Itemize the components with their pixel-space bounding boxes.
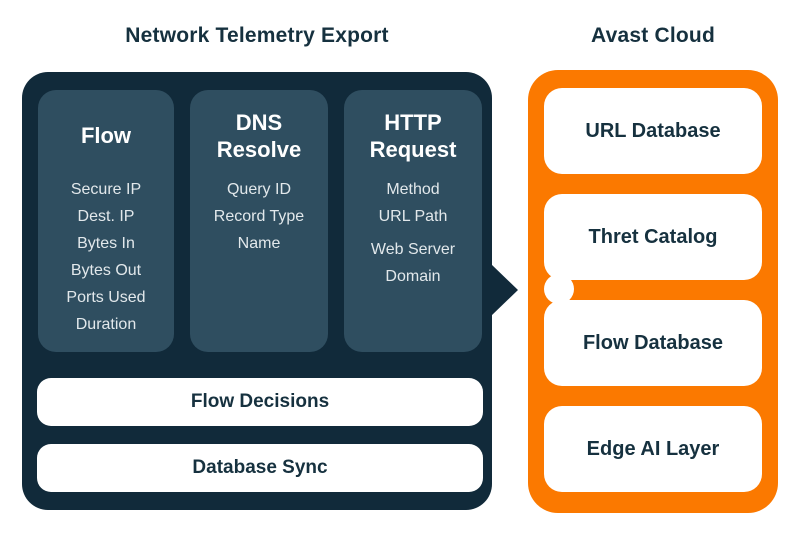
cloud-box-edge-ai-layer: Edge AI Layer (544, 406, 762, 492)
column-item: Bytes Out (70, 262, 142, 279)
avast-cloud-title: Avast Cloud (591, 24, 715, 47)
column-item: Secure IP (70, 181, 142, 198)
column-item: Dest. IP (77, 208, 135, 225)
column-flow-header: Flow (38, 104, 174, 168)
column-dns-resolve-header: DNS Resolve (190, 104, 328, 168)
column-http-request-header-label: HTTP Request (369, 109, 457, 163)
telemetry-panel: Flow Secure IP Dest. IP Bytes In Bytes O… (22, 72, 492, 510)
column-item: Bytes In (77, 235, 135, 252)
column-item: Web Server Domain (370, 241, 456, 285)
column-http-request-items: Method URL Path Web Server Domain (344, 176, 482, 290)
column-http-request-header: HTTP Request (344, 104, 482, 168)
column-item: Method (386, 181, 440, 198)
connector-arrow-icon (491, 264, 518, 316)
column-dns-resolve: DNS Resolve Query ID Record Type Name (190, 90, 328, 352)
cloud-box-flow-database: Flow Database (544, 300, 762, 386)
column-flow: Flow Secure IP Dest. IP Bytes In Bytes O… (38, 90, 174, 352)
column-item: URL Path (378, 208, 448, 225)
flow-decisions-bar: Flow Decisions (37, 378, 483, 426)
cloud-box-url-database: URL Database (544, 88, 762, 174)
column-item: Name (237, 235, 281, 252)
database-sync-bar: Database Sync (37, 444, 483, 492)
column-flow-header-label: Flow (80, 123, 132, 149)
column-item: Record Type (213, 208, 305, 225)
cloud-panel: URL Database Thret Catalog Flow Database… (528, 70, 778, 513)
column-item: Query ID (226, 181, 291, 198)
telemetry-export-title: Network Telemetry Export (125, 24, 389, 47)
cloud-box-thret-catalog: Thret Catalog (544, 194, 762, 280)
column-item: Duration (75, 316, 137, 333)
column-dns-resolve-header-label: DNS Resolve (216, 109, 302, 163)
column-dns-resolve-items: Query ID Record Type Name (190, 176, 328, 257)
column-item: Ports Used (66, 289, 146, 306)
column-http-request: HTTP Request Method URL Path Web Server … (344, 90, 482, 352)
column-flow-items: Secure IP Dest. IP Bytes In Bytes Out Po… (38, 176, 174, 338)
